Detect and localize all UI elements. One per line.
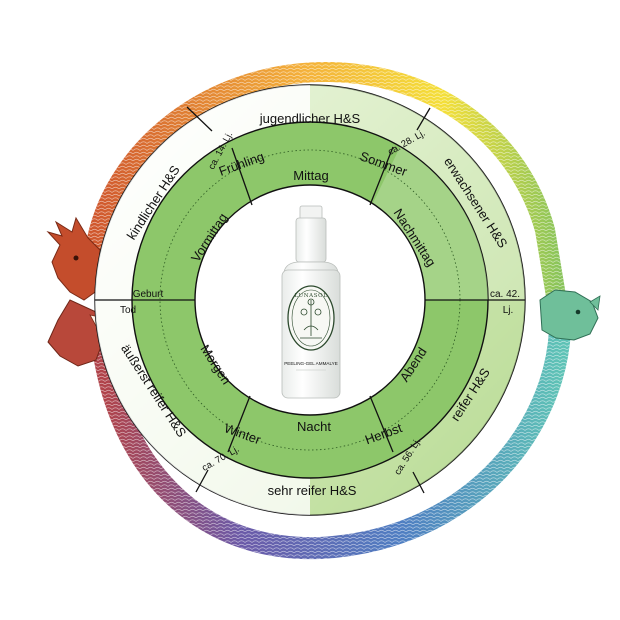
inner-label-mittag: Mittag — [293, 168, 328, 183]
ouroboros-snake-icon — [46, 61, 601, 560]
age-label-42-lj: Lj. — [503, 305, 514, 316]
dragon-head-right-icon — [539, 289, 601, 341]
age-label-42: ca. 42. — [490, 289, 520, 300]
outer-label-jugendlich: jugendlicher H&S — [259, 111, 361, 126]
outer-label-sehr-reif: sehr reifer H&S — [268, 483, 357, 498]
bottle-label-text: PEELING-GEL AMMALYE — [284, 361, 338, 366]
divider-lines — [95, 106, 525, 494]
label-tod: Tod — [120, 305, 136, 316]
bottle-brand: LUNASOL — [295, 293, 328, 299]
inner-label-nacht: Nacht — [297, 419, 331, 434]
bottle-emblem-icon — [300, 298, 322, 339]
label-geburt: Geburt — [133, 289, 164, 300]
bottle-icon: LUNASOL PEELING-GEL AMMALYE — [281, 205, 341, 399]
